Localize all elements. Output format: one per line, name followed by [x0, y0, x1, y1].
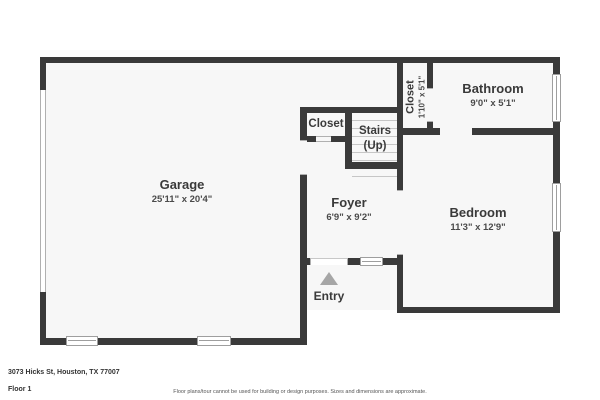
stairs-name: Stairs: [359, 125, 391, 137]
stairs-direction: (Up): [363, 139, 387, 152]
closet-top-dims: 1'10" x 5'1": [417, 75, 427, 119]
bedroom-window: [552, 183, 561, 232]
wall-foyer-bottom-b: [348, 258, 362, 265]
wall-foyer-bottom-a: [300, 258, 310, 265]
closet-hall-name: Closet: [308, 118, 344, 130]
closet-hall-label: Closet: [308, 117, 343, 132]
entry-label: Entry: [313, 289, 345, 303]
bathroom-label: Bathroom 9'0" x 5'1": [462, 81, 523, 110]
bedroom-dims: 11'3" x 12'9": [450, 221, 506, 233]
garage-foyer-door-opening: [300, 140, 307, 175]
closet-door-opening: [316, 136, 331, 142]
entry-arrow-icon: [320, 272, 338, 285]
garage-floor: [43, 60, 307, 342]
wall-bathroom-bottom-right: [472, 128, 560, 135]
bathroom-name: Bathroom: [462, 81, 524, 96]
closet-top-label: Closet 1'10" x 5'1": [405, 76, 428, 119]
wall-hall-top: [300, 107, 403, 113]
foyer-window: [360, 257, 383, 266]
garage-dims: 25'11" x 20'4": [151, 193, 213, 205]
entry-door-opening: [310, 258, 348, 265]
stairs-treads: [352, 113, 397, 162]
bedroom-door-opening: [397, 190, 403, 255]
stairs-label: Stairs (Up): [359, 124, 391, 154]
closet-top-name: Closet: [404, 80, 417, 114]
wall-foyer-bottom-c: [381, 258, 400, 265]
garage-window-2: [197, 336, 231, 346]
foyer-dims: 6'9" x 9'2": [326, 211, 372, 223]
wall-top-exterior: [40, 57, 560, 63]
bedroom-name: Bedroom: [449, 205, 507, 220]
wall-foyer-bedroom-lower: [397, 255, 403, 313]
bathroom-dims: 9'0" x 5'1": [470, 97, 516, 109]
floor-number-text: Floor 1: [8, 386, 32, 393]
wall-closet-bottom-right: [331, 136, 348, 142]
wall-closet-stairs-divider: [345, 113, 352, 169]
wall-stairs-bottom: [352, 162, 397, 169]
address-text: 3073 Hicks St, Houston, TX 77007: [8, 369, 120, 376]
foyer-label: Foyer 6'9" x 9'2": [326, 195, 371, 224]
foyer-name: Foyer: [331, 195, 367, 210]
wall-closet-bottom-left: [300, 136, 316, 142]
topcloset-door-opening: [427, 88, 433, 122]
garage-window-1: [66, 336, 98, 346]
bedroom-label: Bedroom 11'3" x 12'9": [449, 205, 506, 234]
garage-name: Garage: [159, 177, 205, 192]
garage-door-opening: [40, 90, 46, 292]
wall-foyer-bedroom-upper: [397, 63, 403, 190]
bathroom-window: [552, 74, 561, 122]
wall-bathroom-bottom-left: [403, 128, 440, 135]
wall-bedroom-bottom: [397, 307, 560, 313]
disclaimer-text: Floor plans/tour cannot be used for buil…: [173, 389, 427, 395]
wall-garage-right: [300, 107, 307, 345]
garage-label: Garage 25'11" x 20'4": [152, 177, 213, 206]
stairs-treads-lower: [352, 169, 397, 181]
wall-garage-bottom: [40, 338, 307, 345]
